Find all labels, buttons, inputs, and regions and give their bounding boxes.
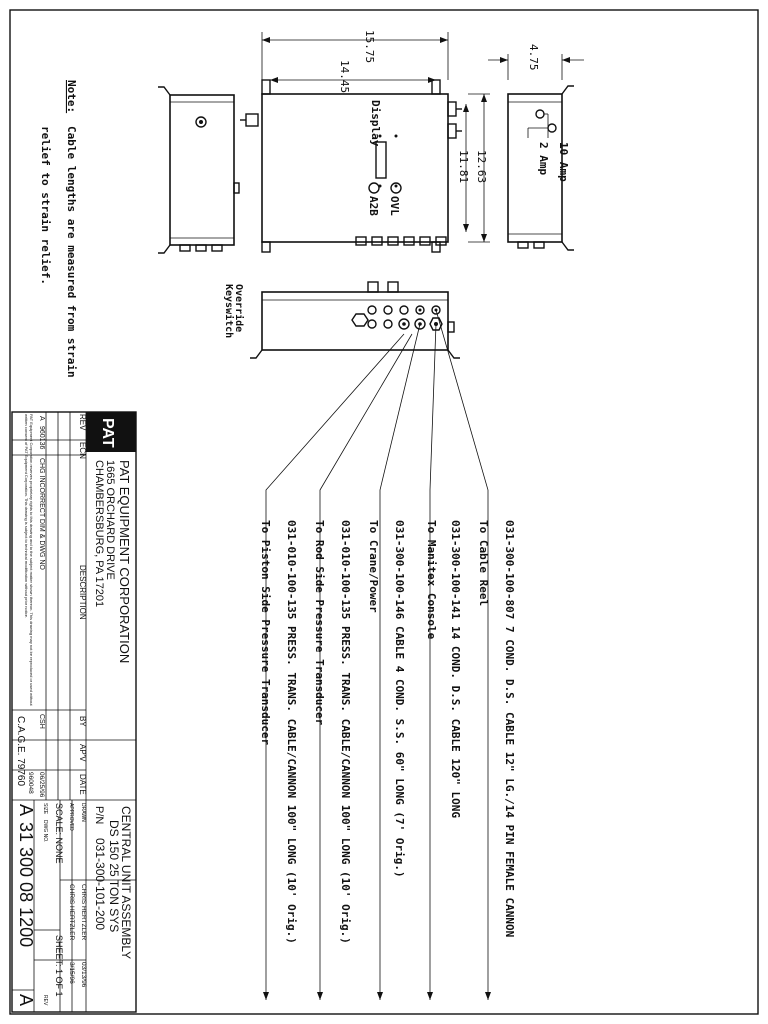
cable-3-dest: To Crane/Power xyxy=(367,520,380,613)
side-connector xyxy=(245,113,259,127)
scale: SCALE: NONE xyxy=(54,803,64,864)
dim-15-75-text: 15.75 xyxy=(363,30,376,63)
legal-notice: PAT Equipment Corporation reserves propr… xyxy=(24,414,34,706)
pat-logo-text: PAT xyxy=(99,418,116,448)
date-col-header: DATE xyxy=(78,774,87,795)
ref-no: 960048 xyxy=(27,772,34,794)
apv-col-header: AP'V xyxy=(78,744,87,762)
drawing-number: 31 300 08 1200 xyxy=(16,822,36,947)
override-label-1: Override xyxy=(233,284,245,332)
cable-5-part: 031-010-100-135 PRESS. TRANS. CABLE/CANN… xyxy=(285,520,298,944)
by-col-header: BY xyxy=(78,716,87,727)
cable-2-dest: To Manitex Console xyxy=(425,520,438,640)
drawing-title-1: CENTRAL UNIT ASSEMBLY xyxy=(119,806,133,959)
dimension-12-63 xyxy=(468,93,490,243)
dim-14-45-text: 14.45 xyxy=(338,60,351,93)
note-label: Note: xyxy=(65,80,78,113)
note-line-2: relief to strain relief. xyxy=(39,126,52,285)
ecn-a: 960136 xyxy=(38,426,45,449)
company-address-1: 1665 ORCHARD DRIVE xyxy=(104,460,116,580)
left-side-view xyxy=(158,86,240,254)
display-window xyxy=(375,141,387,179)
a2b-light-icon xyxy=(390,182,402,194)
bottom-enclosure xyxy=(261,291,449,351)
drawn-by: CHRIS HERTZLER xyxy=(80,884,87,941)
drawing-title-2: DS 150 25 TON SYS xyxy=(107,820,121,932)
desc-col-header: DESCRIPTION xyxy=(78,565,87,620)
rev-value: A xyxy=(16,994,36,1006)
cable-3-part: 031-300-100-146 CABLE 4 COND. S.S. 60" L… xyxy=(393,520,406,878)
cable-4-dest: To Rod Side Pressure Transducer xyxy=(313,520,326,726)
pat-logo xyxy=(86,412,136,452)
ovl-light-icon xyxy=(368,182,380,194)
desc-a: CHG INCORRECT DIM & DWG NO xyxy=(38,458,45,570)
cable-1-dest: To Cable Reel xyxy=(477,520,490,606)
rev-a: A xyxy=(38,416,45,421)
dim-4-75-text: 4.75 xyxy=(527,44,540,71)
note: Note: Cable lengths are measured from st… xyxy=(39,80,78,378)
approved-label: APPROVED xyxy=(68,803,74,831)
by-a: CSH xyxy=(38,714,45,729)
a2b-label: A2B xyxy=(367,196,380,216)
approved-date: 3/15/96 xyxy=(68,962,75,984)
sheet: SHEET: 1 OF 1 xyxy=(54,935,64,997)
hex-gland-icon xyxy=(351,313,369,327)
display-label: Display xyxy=(369,100,382,147)
amp-10-label: 10 Amp xyxy=(557,142,570,182)
main-enclosure xyxy=(261,93,449,243)
date-a: 06/25/96 xyxy=(38,772,45,798)
rev-label: REV xyxy=(42,995,48,1006)
left-panel-screw-icon xyxy=(195,116,207,128)
dim-12-63-text: 12.63 xyxy=(475,150,488,183)
note-line-1: Cable lengths are measured from strain xyxy=(65,126,78,378)
approved-by: CHRIS HERTZLER xyxy=(68,884,75,941)
dim-11-81-text: 11.81 xyxy=(457,150,470,183)
amp-2-label: 2 Amp xyxy=(537,142,550,175)
right-side-view xyxy=(488,54,584,251)
rev-col-header: REV xyxy=(78,414,87,431)
cable-4-part: 031-010-100-135 PRESS. TRANS. CABLE/CANN… xyxy=(339,520,352,944)
cable-5-dest: To Piston Side Pressure Transducer xyxy=(259,520,272,746)
sheet-border xyxy=(9,9,759,1015)
cable-leaders xyxy=(263,309,491,1000)
drawn-date: 03/13/96 xyxy=(80,962,87,988)
company-address-2: CHAMBERSBURG, PA 17201 xyxy=(93,460,105,607)
dimension-11-81 xyxy=(463,104,469,232)
title-block xyxy=(11,411,137,1013)
dimension-15-75 xyxy=(261,32,449,80)
part-number: 031-300-101-200 xyxy=(93,838,107,930)
pn-label: P/N xyxy=(93,806,105,824)
company-name: PAT EQUIPMENT CORPORATION xyxy=(117,460,132,663)
right-enclosure xyxy=(507,93,563,243)
bottom-view xyxy=(250,281,460,359)
ovl-label: OVL xyxy=(388,196,401,216)
size-label: SIZE xyxy=(42,803,48,815)
cable-2-part: 031-300-100-141 14 COND. D.S. CABLE 120"… xyxy=(449,520,462,818)
dwg-no-label: DWG NO. xyxy=(42,820,48,843)
override-label-2: Keyswitch xyxy=(223,284,235,338)
size-value: A xyxy=(16,804,36,816)
drawn-label: DRAWN xyxy=(80,803,86,822)
cage-code: C.A.G.E. 79760 xyxy=(15,716,26,786)
dimension-14-45 xyxy=(270,77,436,83)
cable-1-part: 031-300-100-807 7 COND. D.S. CABLE 12" L… xyxy=(503,520,516,937)
main-front-view xyxy=(261,79,462,253)
ecn-col-header: ECN xyxy=(78,442,87,459)
